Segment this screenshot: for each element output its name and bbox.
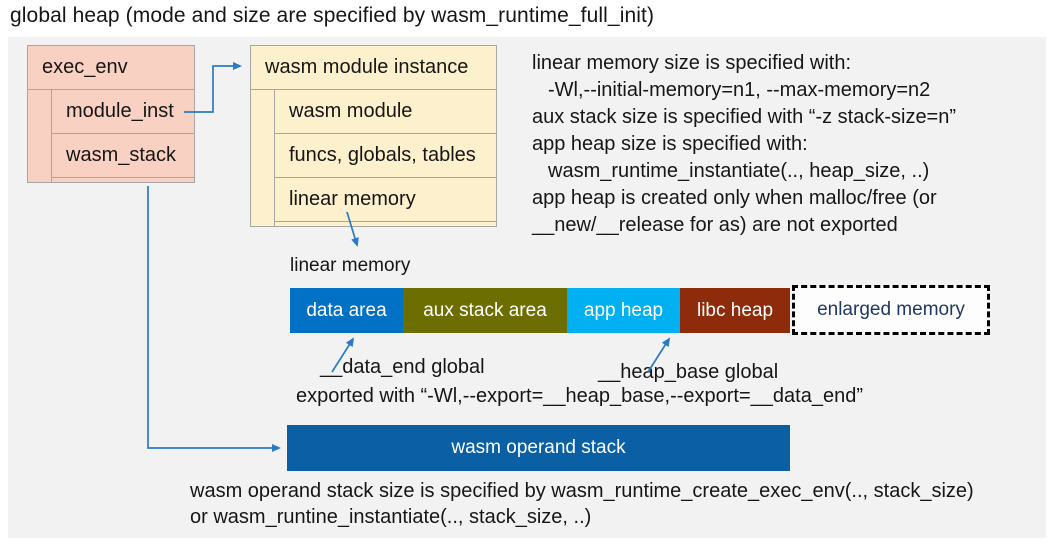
note-runtime-instantiate: wasm_runtime_instantiate(.., heap_size, … (548, 160, 930, 182)
module-instance-body: wasm module funcs, globals, tables linea… (251, 90, 496, 226)
module-instance-pad (275, 222, 496, 226)
exec-env-rows: module_inst wasm_stack (52, 90, 194, 182)
module-instance-row-wasm-module: wasm module (275, 90, 496, 134)
note-wl-initial-memory: -Wl,--initial-memory=n1, --max-memory=n2 (548, 79, 931, 101)
linear-memory-bar: data area aux stack area app heap libc h… (290, 288, 790, 333)
module-instance-rows: wasm module funcs, globals, tables linea… (275, 90, 496, 226)
segment-data-area: data area (290, 288, 403, 333)
exec-env-box: exec_env module_inst wasm_stack (27, 45, 195, 183)
exec-env-row-wasm-stack: wasm_stack (52, 134, 194, 178)
segment-libc-heap: libc heap (680, 288, 790, 333)
module-instance-box: wasm module instance wasm module funcs, … (250, 45, 497, 227)
note-linear-memory-size: linear memory size is specified with: (532, 52, 851, 74)
operand-stack-notes: wasm operand stack size is specified by … (190, 478, 974, 530)
note-aux-stack-size: aux stack size is specified with “-z sta… (532, 106, 957, 128)
operand-stack-note-1: wasm operand stack size is specified by … (190, 480, 974, 502)
exec-env-body: module_inst wasm_stack (28, 90, 194, 182)
module-instance-row-linear-memory: linear memory (275, 178, 496, 222)
exec-env-header: exec_env (28, 46, 194, 90)
operand-stack-note-2: or wasm_runtine_instantiate(.., stack_si… (190, 506, 592, 528)
module-instance-header: wasm module instance (251, 46, 496, 90)
wasm-operand-stack-bar: wasm operand stack (287, 425, 790, 471)
exec-env-gutter (28, 90, 52, 182)
segment-aux-stack-area: aux stack area (403, 288, 567, 333)
module-instance-gutter (251, 90, 275, 226)
diagram-title: global heap (mode and size are specified… (10, 4, 655, 27)
exec-env-pad (52, 178, 194, 182)
note-app-heap-created-2: __new/__release for as) are not exported (532, 214, 898, 236)
heap-base-global-label: __heap_base global (598, 361, 779, 383)
note-app-heap-size: app heap size is specified with: (532, 133, 808, 155)
segment-enlarged-memory: enlarged memory (792, 285, 990, 335)
exec-env-row-module-inst: module_inst (52, 90, 194, 134)
config-notes: linear memory size is specified with: -W… (532, 50, 956, 239)
linear-memory-label: linear memory (290, 255, 411, 276)
segment-app-heap: app heap (567, 288, 680, 333)
data-end-global-label: __data_end global (320, 356, 485, 378)
module-instance-row-funcs-globals-tables: funcs, globals, tables (275, 134, 496, 178)
note-app-heap-created-1: app heap is created only when malloc/fre… (532, 187, 937, 209)
export-flags-label: exported with “-Wl,--export=__heap_base,… (296, 385, 863, 407)
